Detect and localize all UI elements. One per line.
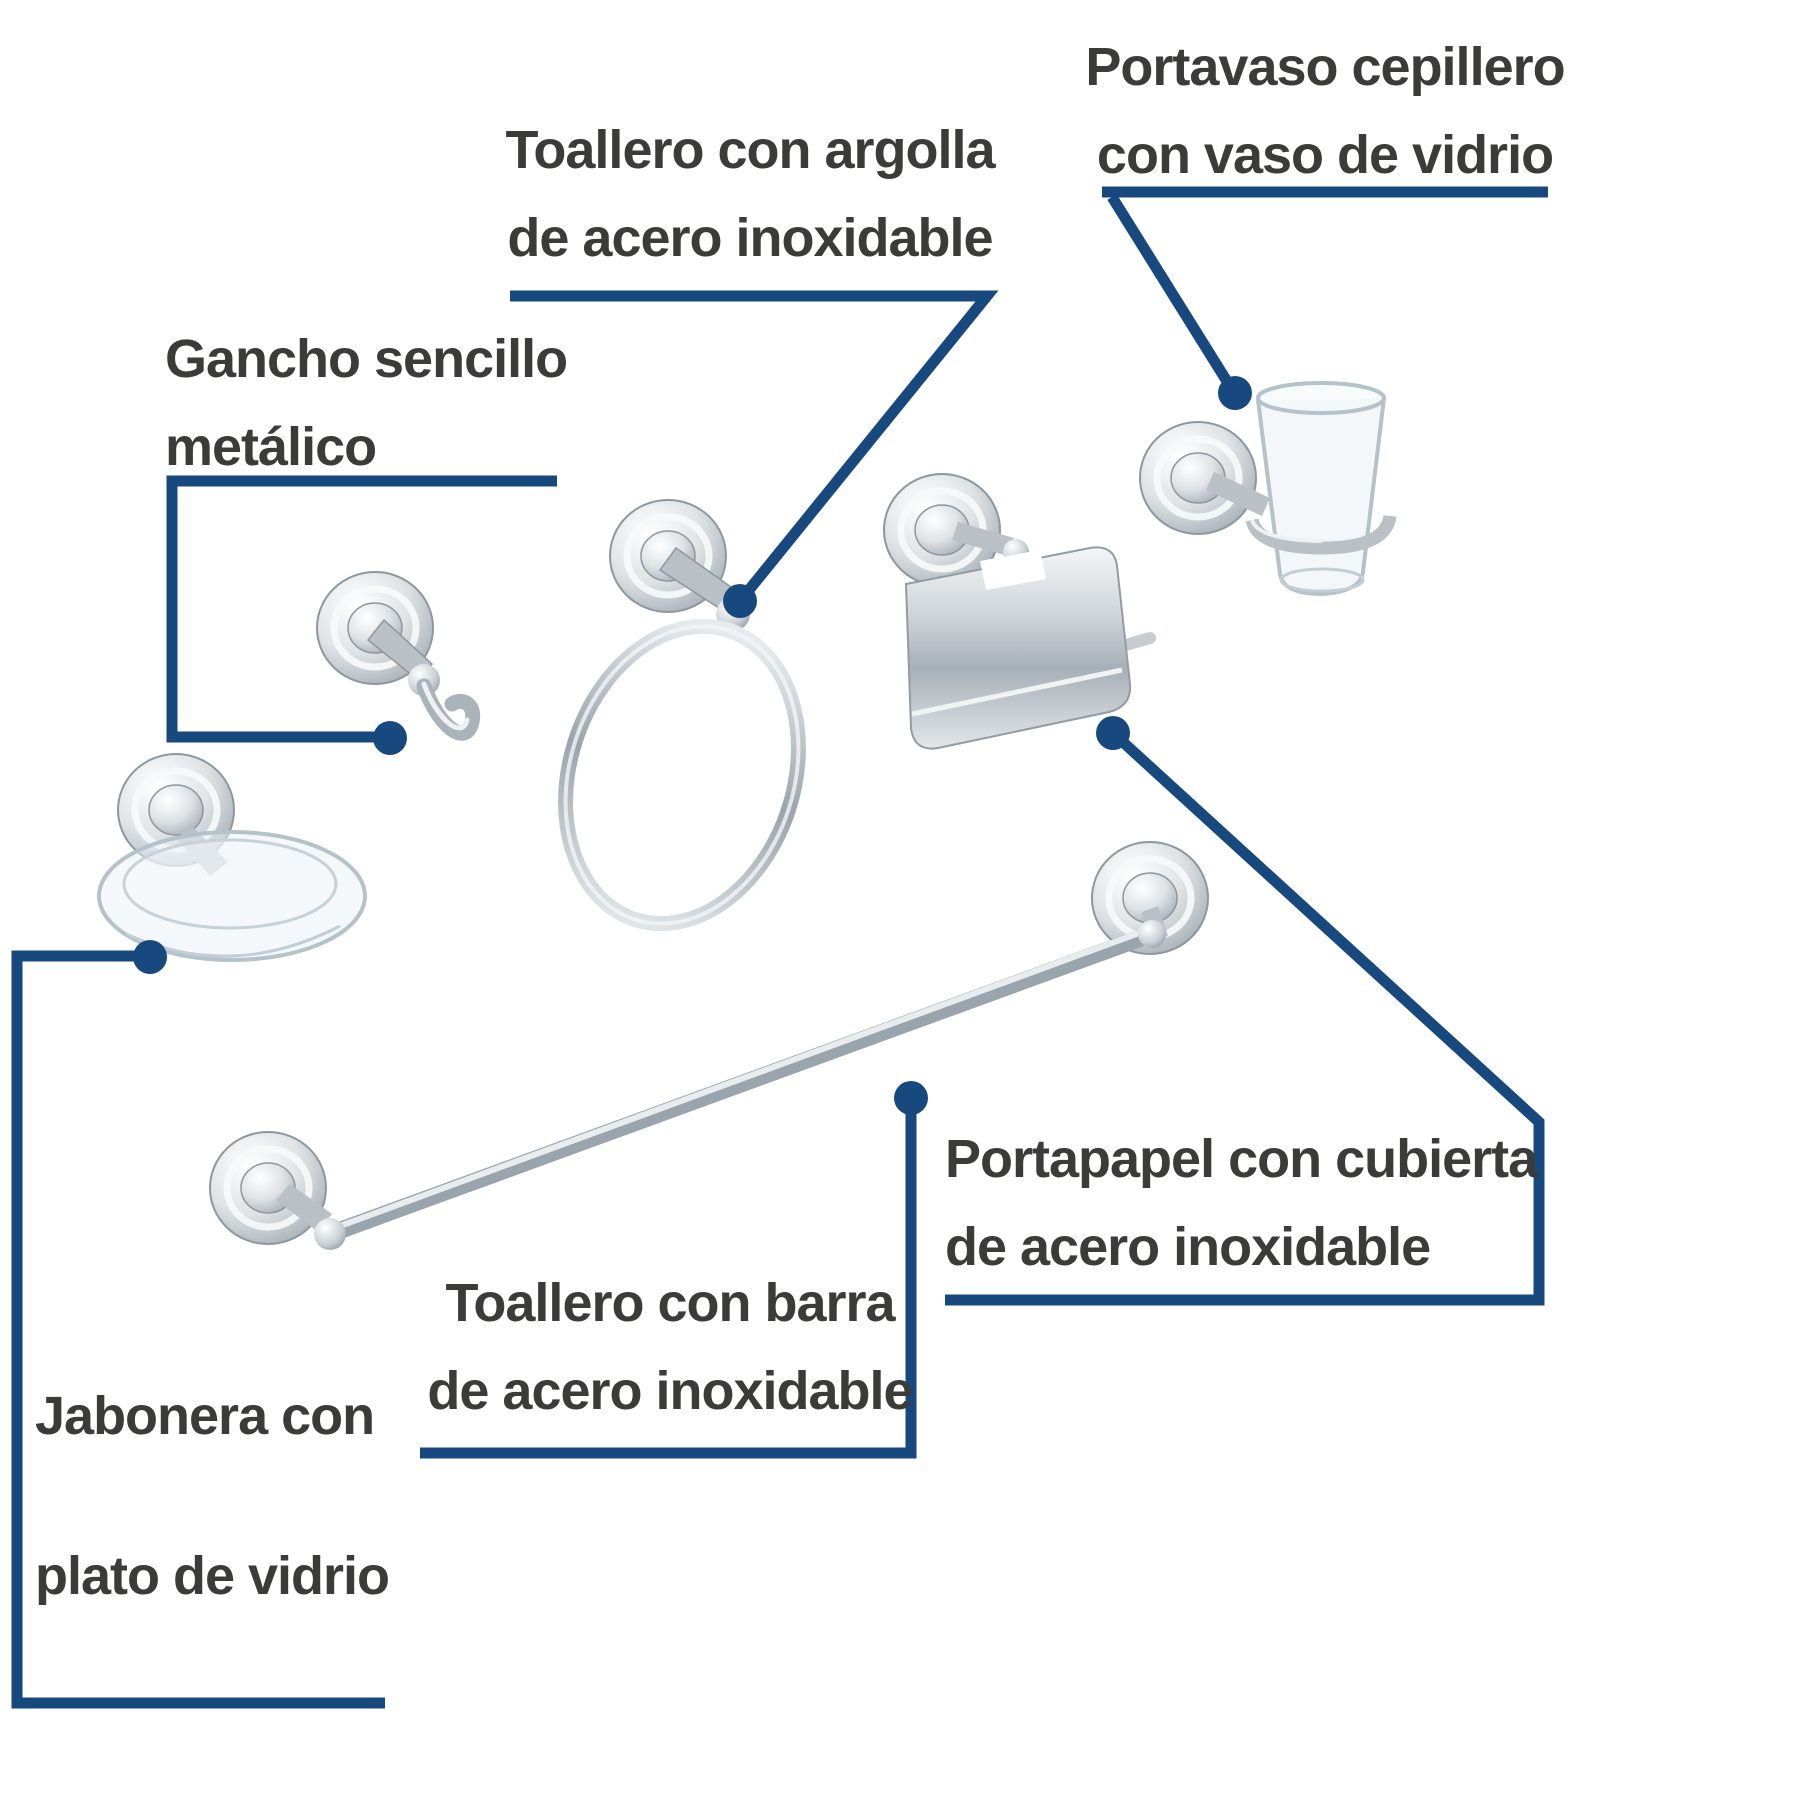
label-cup-holder-line2: con vaso de vidrio [1096, 125, 1554, 185]
label-soap-dish-line1: Jabonera con [35, 1386, 375, 1446]
connector-towel-bar [420, 1100, 917, 1459]
callout-connectors [11, 186, 1548, 1709]
connector-cup-holder [1102, 186, 1548, 394]
connector-towel-ring [510, 290, 999, 605]
label-paper-holder: Portapapel con cubierta de acero inoxida… [945, 1115, 1545, 1291]
paper-holder-image [884, 474, 1156, 750]
soap-dish-image [97, 754, 367, 962]
callout-dots [133, 376, 1252, 1115]
connector-paper-holder [945, 728, 1545, 1306]
towel-ring-image [558, 500, 806, 932]
label-towel-ring-line1: Toallero con argolla [505, 120, 995, 180]
label-soap-dish: Jabonera con plato de vidrio [35, 1372, 395, 1620]
label-cup-holder: Portavaso cepillero con vaso de vidrio [1085, 23, 1565, 199]
towel-bar-image [210, 842, 1208, 1250]
callout-dot-cup-holder [1218, 376, 1252, 410]
callout-dot-towel-bar [894, 1081, 928, 1115]
label-hook-line1: Gancho sencillo [165, 329, 568, 389]
hook-image [317, 572, 481, 741]
label-soap-dish-line2: plato de vidrio [35, 1546, 390, 1606]
label-paper-holder-line1: Portapapel con cubierta [945, 1129, 1538, 1189]
connector-soap-dish [11, 950, 385, 1709]
cup-holder-image [1140, 381, 1397, 597]
label-towel-bar-line2: de acero inoxidable [427, 1361, 913, 1421]
label-towel-bar: Toallero con barra de acero inoxidable [420, 1259, 920, 1435]
label-towel-ring: Toallero con argolla de acero inoxidable [440, 106, 1060, 282]
label-hook: Gancho sencillo metálico [165, 315, 568, 491]
callout-dot-towel-ring [723, 584, 757, 618]
callout-dot-soap-dish [133, 940, 167, 974]
callout-dot-hook [373, 721, 407, 755]
label-hook-line2: metálico [165, 417, 377, 477]
callout-dot-paper-holder [1096, 716, 1130, 750]
label-cup-holder-line1: Portavaso cepillero [1085, 37, 1565, 97]
label-paper-holder-line2: de acero inoxidable [945, 1217, 1431, 1277]
connector-hook [166, 475, 557, 743]
label-towel-bar-line1: Toallero con barra [445, 1273, 895, 1333]
label-towel-ring-line2: de acero inoxidable [507, 208, 993, 268]
